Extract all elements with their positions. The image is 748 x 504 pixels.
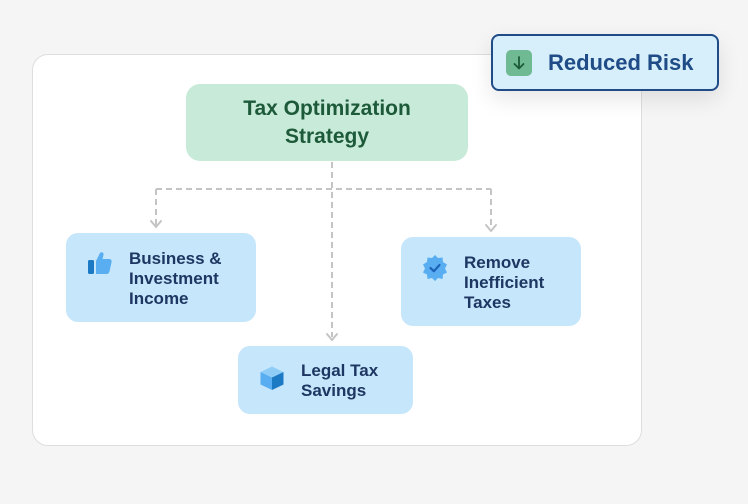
verified-badge-icon — [423, 255, 447, 281]
arrow-down-icon — [506, 49, 532, 76]
node-label: Remove Inefficient Taxes — [464, 253, 545, 312]
box-icon — [260, 366, 284, 390]
root-node-label: Tax Optimization Strategy — [243, 96, 411, 148]
arrowhead-bottom — [326, 333, 338, 341]
badge-label: Reduced Risk — [548, 49, 694, 75]
reduced-risk-badge: Reduced Risk — [491, 34, 719, 91]
arrowhead-left — [150, 220, 162, 228]
arrowhead-right — [485, 224, 497, 232]
node-label: Legal Tax Savings — [301, 361, 379, 400]
node-legal-tax-savings: Legal Tax Savings — [238, 346, 413, 414]
thumbs-up-icon — [88, 252, 112, 274]
node-remove-inefficient-taxes: Remove Inefficient Taxes — [401, 237, 581, 326]
node-business-investment-income: Business & Investment Income — [66, 233, 256, 322]
root-node-tax-optimization: Tax Optimization Strategy — [186, 84, 468, 161]
node-label: Business & Investment Income — [129, 249, 222, 308]
